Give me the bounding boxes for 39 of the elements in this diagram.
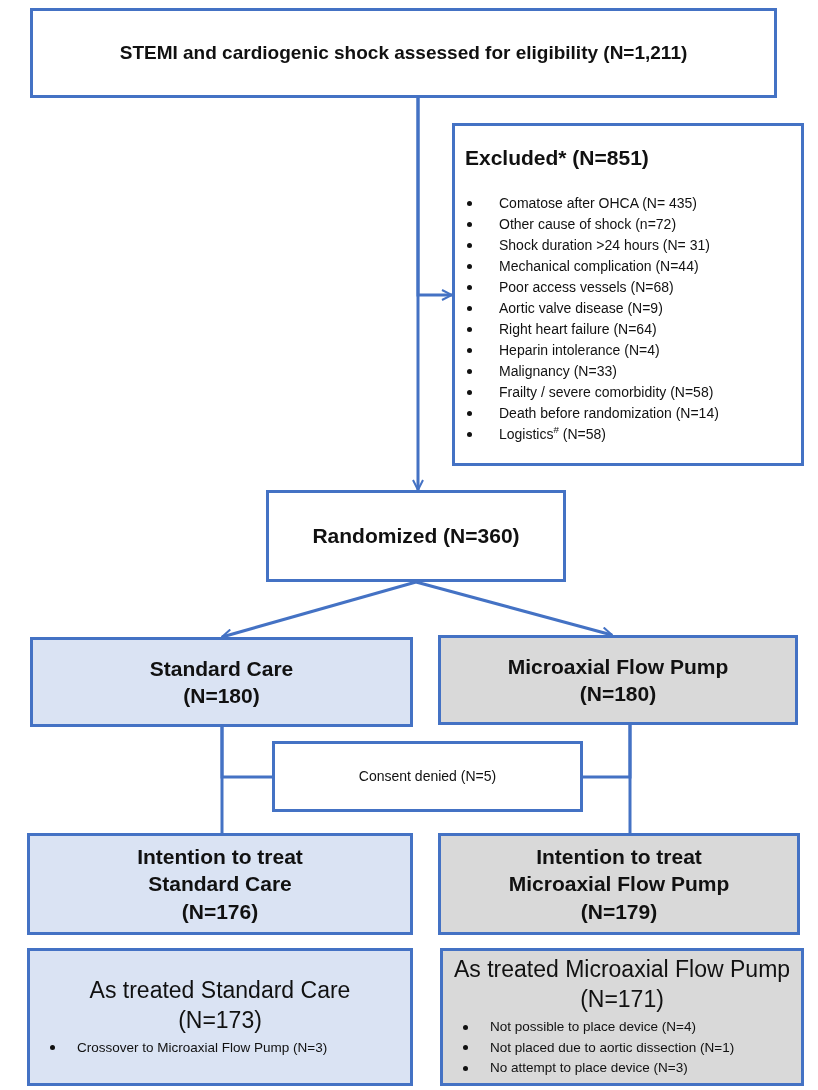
list-item: Right heart failure (N=64)	[499, 320, 657, 340]
list-item: Heparin intolerance (N=4)	[499, 341, 660, 361]
process-box	[30, 8, 777, 98]
list-item: Logistics$^{#}$ (N=58)	[499, 424, 606, 445]
box-label: STEMI and cardiogenic shock assessed for eligibility (N=1,211)	[119, 40, 688, 65]
process-box	[27, 948, 413, 1086]
process-box	[266, 490, 566, 582]
box-label: Standard Care (N=180)	[148, 655, 295, 709]
box-heading: As treated Standard Care (N=173)	[88, 975, 352, 1035]
box-label: Microaxial Flow Pump (N=180)	[506, 653, 730, 707]
list-item: Aortic valve disease (N=9)	[499, 299, 663, 319]
process-box	[452, 123, 804, 466]
list-item: Other cause of shock (n=72)	[499, 215, 677, 235]
process-box	[30, 637, 413, 727]
arrow	[416, 98, 453, 301]
list-item: Crossover to Microaxial Flow Pump (N=3)	[77, 1038, 328, 1057]
box-heading: Excluded* (N=851)	[465, 144, 650, 171]
list-item: Not placed due to aortic dissection (N=1)	[490, 1038, 735, 1057]
list-item: Death before randomization (N=14)	[499, 404, 719, 424]
box-label: Intention to treat Standard Care (N=176)	[136, 844, 304, 925]
list-item: Not possible to place device (N=4)	[490, 1018, 696, 1037]
list-item: Malignancy (N=33)	[499, 362, 617, 382]
process-box	[440, 948, 804, 1086]
connector-line	[583, 725, 632, 779]
process-box	[272, 741, 583, 812]
process-box	[438, 833, 800, 935]
box-label: Intention to treat Microaxial Flow Pump (N=179)	[507, 844, 731, 925]
box-label: Randomized (N=360)	[312, 523, 520, 550]
list-item: No attempt to place device (N=3)	[490, 1059, 688, 1078]
list-item: Comatose after OHCA (N= 435)	[499, 194, 698, 214]
list-item: Mechanical complication (N=44)	[499, 257, 699, 277]
box-heading: As treated Microaxial Flow Pump (N=171)	[453, 955, 791, 1015]
list-item: Frailty / severe comorbidity (N=58)	[499, 383, 714, 403]
list-item: Shock duration >24 hours (N= 31)	[499, 236, 710, 256]
process-box	[27, 833, 413, 935]
connector-line	[220, 727, 272, 779]
box-label: Consent denied (N=5)	[358, 767, 497, 786]
process-box	[438, 635, 798, 725]
list-item: Poor access vessels (N=68)	[499, 278, 674, 298]
